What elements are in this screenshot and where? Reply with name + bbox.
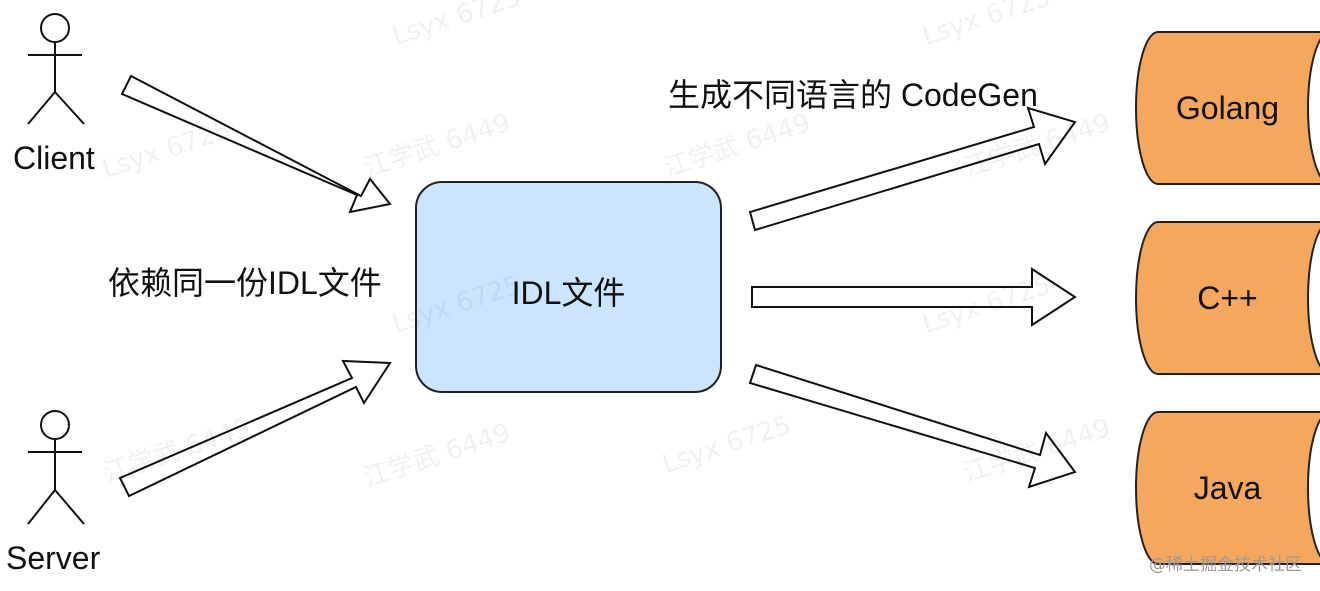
golang-label: Golang — [1175, 90, 1280, 126]
server-to-idl-arrow — [118, 359, 392, 498]
server-actor-icon — [27, 410, 85, 525]
idl-to-cpp-arrow — [751, 267, 1077, 327]
client-to-idl-arrow — [120, 74, 392, 214]
idl-box-label: IDL文件 — [511, 275, 626, 311]
cpp-label: C++ — [1197, 280, 1258, 316]
codegen-annotation: 生成不同语言的 CodeGen — [668, 77, 1038, 113]
client-label: Client — [13, 140, 95, 176]
language-store-java — [1135, 411, 1320, 565]
idl-to-golang-arrow — [748, 106, 1077, 232]
idl-box — [415, 181, 722, 393]
language-store-golang — [1135, 31, 1320, 185]
server-label: Server — [6, 540, 101, 576]
idl-to-java-arrow — [748, 363, 1077, 489]
java-label: Java — [1193, 470, 1262, 506]
shared-idl-annotation: 依赖同一份IDL文件 — [108, 265, 382, 301]
client-actor-icon — [27, 13, 85, 125]
site-watermark: @稀土掘金技术社区 — [1149, 555, 1302, 575]
language-store-cpp — [1135, 221, 1320, 375]
